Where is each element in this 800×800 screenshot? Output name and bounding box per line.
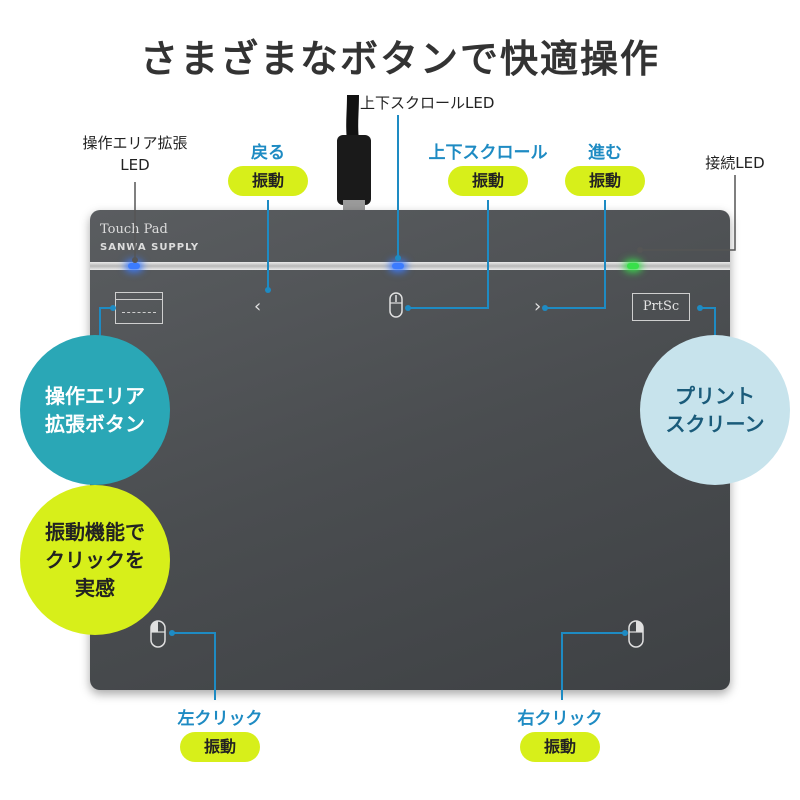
area-button-callout: 操作エリア 拡張ボタン <box>20 335 170 485</box>
right-click-label: 右クリック <box>517 709 603 729</box>
brand-logo: SANWA SUPPLY <box>100 242 200 253</box>
vibration-click-callout: 振動機能で クリックを 実感 <box>20 485 170 635</box>
scroll-led-label: 上下スクロールLED <box>360 94 495 112</box>
left-click-mouse-icon[interactable] <box>150 620 166 650</box>
area-led-label-line1: 操作エリア拡張 <box>82 134 188 152</box>
mouse-scroll-icon[interactable] <box>389 292 403 320</box>
forward-chevron-icon[interactable]: › <box>534 296 542 317</box>
scroll-vibration-pill: 振動 <box>448 166 528 196</box>
vibration-click-callout-line1: 振動機能で <box>45 520 145 544</box>
usb-cable <box>337 95 371 214</box>
touchpad-device <box>90 210 730 690</box>
right-click-mouse-icon[interactable] <box>628 620 644 650</box>
area-led-label: 操作エリア拡張 LED <box>60 132 210 176</box>
scroll-led <box>392 263 404 269</box>
vibration-click-callout-line2: クリックを <box>45 548 145 572</box>
area-button-callout-line2: 拡張ボタン <box>45 412 145 436</box>
left-click-vibration-pill: 振動 <box>180 732 260 762</box>
area-button-callout-line1: 操作エリア <box>45 384 145 408</box>
area-led <box>128 263 140 269</box>
connect-led <box>627 263 639 269</box>
page-title: さまざまなボタンで快適操作 <box>139 37 660 81</box>
connect-led-label: 接続LED <box>705 154 765 172</box>
brand-text: Touch Pad <box>100 222 168 237</box>
print-screen-button[interactable]: PrtSc <box>632 293 690 321</box>
left-click-label: 左クリック <box>177 709 263 729</box>
vibration-click-callout-line3: 実感 <box>75 576 115 600</box>
area-led-label-line2: LED <box>120 156 150 174</box>
forward-vibration-pill: 振動 <box>565 166 645 196</box>
back-vibration-pill: 振動 <box>228 166 308 196</box>
print-screen-callout-line1: プリント <box>675 384 755 408</box>
print-screen-callout: プリント スクリーン <box>640 335 790 485</box>
back-label: 戻る <box>251 143 285 163</box>
area-extend-button[interactable] <box>115 292 163 324</box>
back-chevron-icon[interactable]: ‹ <box>254 296 262 317</box>
right-click-vibration-pill: 振動 <box>520 732 600 762</box>
scroll-label: 上下スクロール <box>428 143 548 163</box>
print-screen-callout-line2: スクリーン <box>665 412 765 436</box>
forward-label: 進む <box>588 143 622 163</box>
